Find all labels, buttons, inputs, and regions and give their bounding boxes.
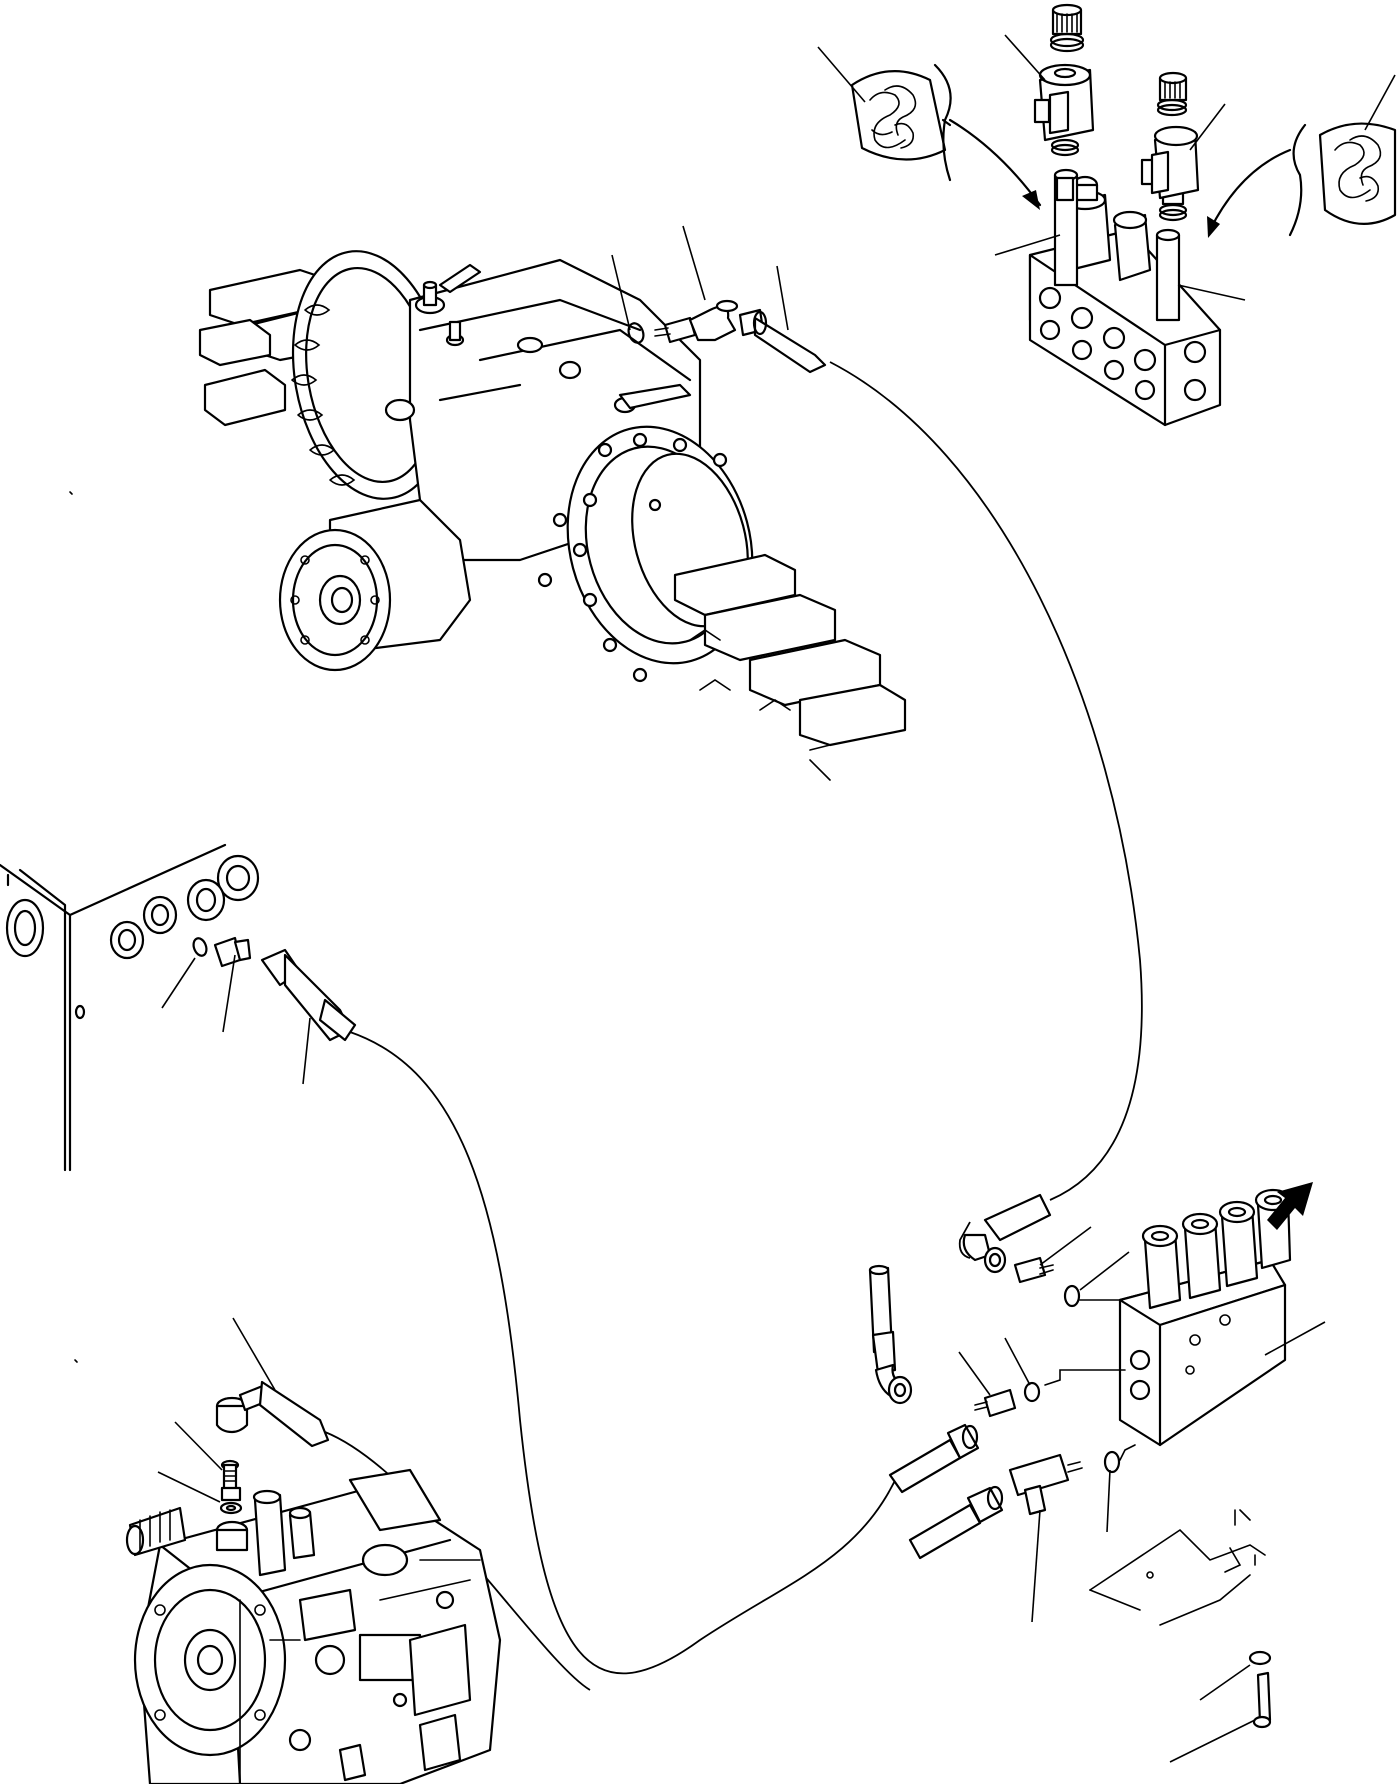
hose-transmission-to-valve [829,361,1143,1201]
distribution-block [1118,1182,1313,1447]
distribution-fittings [868,1193,1136,1560]
transmission-fittings [627,299,827,374]
hose-tank-to-pump [349,1031,901,1675]
pump-assembly [125,1380,502,1784]
transmission-assembly [198,250,907,781]
hydraulic-tank [0,843,357,1172]
lubrication-symbol-right [1288,122,1397,237]
solenoid-valve-block [1028,3,1222,427]
mounting-bracket [1089,1509,1272,1729]
lubrication-symbol-left [850,63,952,182]
lubrication-arrows [948,118,1292,238]
stray-marks [69,491,78,1363]
callout-leaders [157,34,1396,1763]
